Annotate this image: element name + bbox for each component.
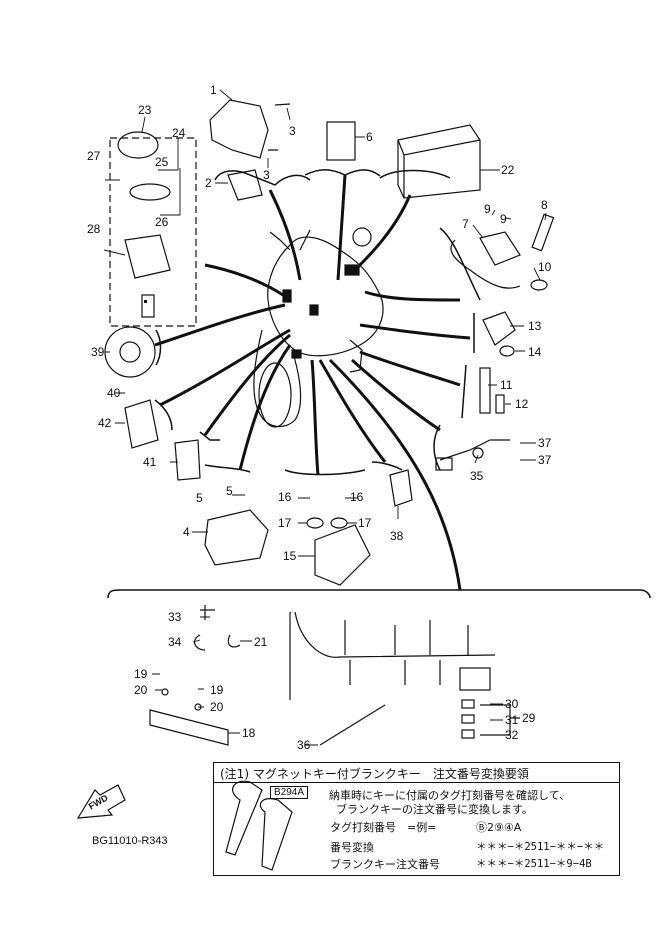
callout-27: 27	[87, 149, 101, 163]
callout-3b: 3	[263, 168, 270, 182]
callout-26: 26	[155, 215, 169, 229]
callout-5b: 5	[226, 484, 233, 498]
note-title: (注1) マグネットキー付ブランクキー 注文番号変換要領	[220, 767, 529, 781]
tag-number-label: タグ打刻番号 =例=	[330, 821, 437, 834]
callout-17b: 17	[358, 516, 372, 530]
callout-12: 12	[515, 397, 529, 411]
callout-8: 8	[541, 198, 548, 212]
note-line-2: ブランクキーの注文番号に変換します。	[336, 803, 533, 816]
callout-19b: 19	[210, 683, 224, 697]
callout-6: 6	[366, 130, 373, 144]
order-number-value: ＊＊＊−＊2511−＊9−4B	[476, 858, 592, 870]
callout-29: 29	[522, 711, 536, 725]
diagram-reference-code: BG11010-R343	[92, 835, 168, 847]
key-tag-label: B294A	[270, 786, 309, 799]
callout-15: 15	[283, 549, 297, 563]
callout-40: 40	[107, 386, 121, 400]
callout-21: 21	[254, 635, 268, 649]
callout-30: 30	[505, 697, 519, 711]
callout-37b: 37	[538, 453, 552, 467]
callout-41: 41	[143, 455, 157, 469]
callout-22: 22	[501, 163, 515, 177]
callout-19a: 19	[134, 667, 148, 681]
callout-11: 11	[500, 378, 513, 392]
callout-1: 1	[210, 83, 217, 97]
callout-39: 39	[91, 345, 105, 359]
callout-25: 25	[155, 155, 169, 169]
callout-18: 18	[242, 726, 256, 740]
callout-24: 24	[172, 126, 186, 140]
conversion-value: ＊＊＊−＊2511−＊＊−＊＊	[476, 841, 605, 853]
callout-16a: 16	[278, 490, 292, 504]
callout-5a: 5	[196, 491, 203, 505]
callout-33: 33	[168, 610, 182, 624]
callout-3a: 3	[289, 124, 296, 138]
callout-10: 10	[538, 260, 552, 274]
note-line-1: 納車時にキーに付属のタグ打刻番号を確認して、	[329, 789, 571, 802]
callout-32: 32	[505, 728, 519, 742]
callout-35: 35	[470, 469, 484, 483]
callout-42: 42	[98, 416, 112, 430]
callout-34: 34	[168, 635, 182, 649]
callout-2: 2	[205, 176, 212, 190]
callout-4: 4	[183, 525, 190, 539]
callout-20b: 20	[210, 700, 224, 714]
callout-16b: 16	[350, 490, 364, 504]
callout-37a: 37	[538, 436, 552, 450]
note-divider	[214, 782, 619, 783]
callout-20a: 20	[134, 683, 148, 697]
tag-number-example: Ⓑ2⑨④A	[476, 821, 522, 834]
callout-38: 38	[390, 529, 404, 543]
callout-28: 28	[87, 222, 101, 236]
order-number-label: ブランクキー注文番号	[330, 858, 440, 871]
callout-17a: 17	[278, 516, 292, 530]
callout-31: 31	[505, 713, 519, 727]
callout-36: 36	[297, 738, 311, 752]
callout-7: 7	[462, 217, 469, 231]
callout-13: 13	[528, 319, 542, 333]
callout-23: 23	[138, 103, 152, 117]
callout-9a: 9	[484, 202, 491, 216]
conversion-label: 番号変換	[330, 841, 374, 854]
blank-key-note-box: (注1) マグネットキー付ブランクキー 注文番号変換要領 納車時にキーに付属のタ…	[213, 762, 620, 876]
callout-9b: 9	[500, 212, 507, 226]
callout-14: 14	[528, 345, 542, 359]
